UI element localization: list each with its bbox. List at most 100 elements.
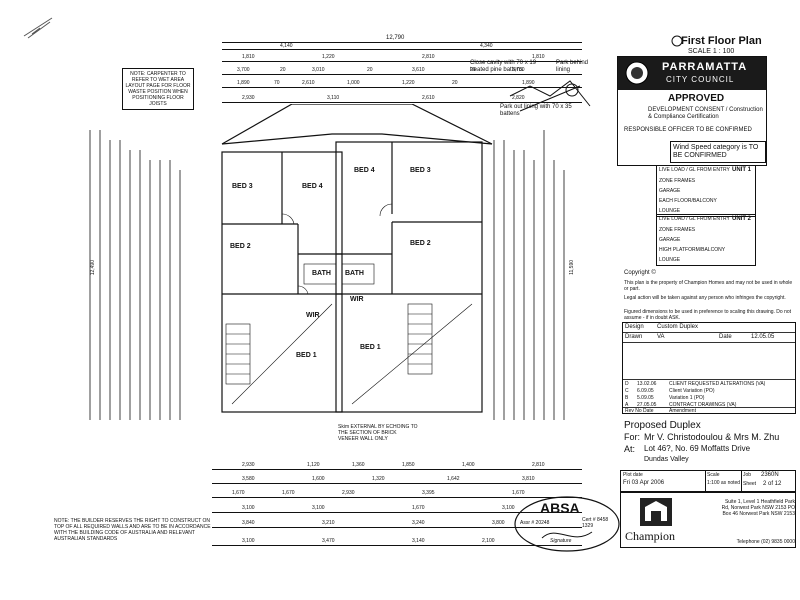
room-label: BATH xyxy=(312,270,331,277)
job-value: 2360N xyxy=(761,472,779,478)
dim-row-4: 2,930 3,110 2,610 2,820 xyxy=(212,95,582,102)
project-suburb: Dundas Valley xyxy=(644,456,689,463)
dim-label: 3,100 xyxy=(502,505,515,511)
absa-stamp xyxy=(514,496,620,552)
dim-label: 3,700 xyxy=(237,67,250,73)
revision-text: Variation 1 (PO) xyxy=(669,395,705,401)
unit2-header: LIVE LOAD / GL FROM ENTRY xyxy=(659,216,730,222)
absa-certificate: Cert # 8458 1329 xyxy=(582,517,609,529)
revision-rev: B xyxy=(625,395,629,401)
dim-label: 1,400 xyxy=(462,462,475,468)
copyright-p2: Legal action will be taken against any p… xyxy=(624,295,786,301)
room-label: BED 2 xyxy=(230,243,251,250)
dim-label: 2,810 xyxy=(532,462,545,468)
unit2-row: GARAGE xyxy=(659,237,681,243)
dim-label: 1,220 xyxy=(402,80,415,86)
champion-name: Champion xyxy=(625,529,675,543)
room-label: BED 1 xyxy=(360,344,381,351)
unit1-row: GARAGE xyxy=(659,188,681,194)
plot-date: Fri 03 Apr 2006 xyxy=(623,480,665,486)
unit2-row: HIGH PLATFORM/BALCONY xyxy=(659,247,726,253)
revision-date: 5.09.05 xyxy=(637,395,654,401)
dim-label: 3,395 xyxy=(422,490,435,496)
dim-bottom-2: 3,580 1,600 1,320 1,642 3,810 xyxy=(212,476,582,483)
revision-text: Client Variation (PO) xyxy=(669,388,715,394)
dim-label: 1,120 xyxy=(307,462,320,468)
dim-label: 3,470 xyxy=(322,538,335,544)
room-label: BED 1 xyxy=(296,352,317,359)
dim-label: 1,890 xyxy=(522,80,535,86)
builder-note: NOTE: THE BUILDER RESERVES THE RIGHT TO … xyxy=(54,518,211,542)
room-label: WIR xyxy=(350,296,364,303)
cavity-note: Close cavity with 70 x 19 treated pine b… xyxy=(470,60,537,73)
revision-date: 13.02.06 xyxy=(637,381,657,387)
unit2-table: LIVE LOAD / GL FROM ENTRY UNIT 2 ZONE FR… xyxy=(656,214,756,266)
room-label: BED 4 xyxy=(354,167,375,174)
copyright-head: Copyright © xyxy=(624,270,656,276)
sheet-scale: SCALE 1 : 100 xyxy=(688,48,735,55)
dim-label: 3,010 xyxy=(312,67,325,73)
dim-label: 1,850 xyxy=(402,462,415,468)
drawn-label: Drawn xyxy=(625,334,643,340)
room-label: BED 3 xyxy=(410,167,431,174)
sheet-label: Sheet xyxy=(743,481,757,487)
revision-rev: A xyxy=(625,402,629,408)
unit1-row: ZONE FRAMES xyxy=(659,178,696,184)
revision-date: 6.09.05 xyxy=(637,388,654,394)
dim-label: 1,220 xyxy=(322,54,335,60)
dim-label: 1,670 xyxy=(512,490,525,496)
revision-rev: D xyxy=(625,381,629,387)
champion-block: Champion Suite 1, Level 1 Heathfield Par… xyxy=(620,492,796,548)
dim-label: 1,320 xyxy=(372,476,385,482)
dev-consent-line: DEVELOPMENT CONSENT / Construction & Com… xyxy=(648,107,763,120)
project-for-label: For: xyxy=(624,432,641,442)
absa-signature: Signature xyxy=(550,538,572,544)
rev-head-date: Date xyxy=(643,408,654,414)
dim-row-1: 1,810 1,220 2,810 1,810 xyxy=(212,54,582,61)
dim-label: 1,810 xyxy=(242,54,255,60)
champion-logo-icon xyxy=(640,498,672,526)
dim-label: 4,140 xyxy=(280,43,293,49)
dim-label: 2,820 xyxy=(512,95,525,101)
dim-label: 1,000 xyxy=(347,80,360,86)
dim-bottom-6: 3,100 3,470 3,140 2,100 xyxy=(212,538,582,545)
champion-phone: Telephone (02) 9835 0000 xyxy=(736,539,795,545)
dim-label: 3,240 xyxy=(412,520,425,526)
dim-label: 2,610 xyxy=(302,80,315,86)
dim-label: 2,930 xyxy=(342,490,355,496)
dim-label: 3,610 xyxy=(412,67,425,73)
rev-head-no: Rev No xyxy=(625,408,642,414)
unit1-table: LIVE LOAD / GL FROM ENTRY UNIT 1 ZONE FR… xyxy=(656,165,756,217)
job-label: Job xyxy=(743,472,752,478)
dim-label: 1,670 xyxy=(282,490,295,496)
dim-right-overall: 11,590 xyxy=(569,260,575,275)
dim-label: 2,100 xyxy=(482,538,495,544)
dim-label: 3,800 xyxy=(492,520,505,526)
unit1-row: LOUNGE xyxy=(659,208,681,214)
dim-line-top xyxy=(222,42,582,43)
dim-label: 2,930 xyxy=(242,462,255,468)
sheet-value: 2 of 12 xyxy=(763,481,782,487)
dim-label: 3,110 xyxy=(327,95,340,101)
dim-label: 3,810 xyxy=(522,476,535,482)
dim-label: 1,890 xyxy=(237,80,250,86)
dim-label: 3,580 xyxy=(242,476,255,482)
absa-assessor: Assr # 20248 xyxy=(520,520,550,526)
room-label: BATH xyxy=(345,270,364,277)
right-dim-lines xyxy=(493,130,565,420)
compass-icon xyxy=(671,35,683,47)
date-value: 12.05.05 xyxy=(751,334,775,340)
wind-speed-box: Wind Speed category is TO BE CONFIRMED xyxy=(670,141,766,163)
revision-text: CONTRACT DRAWINGS (VA) xyxy=(669,402,737,408)
dim-label: 2,610 xyxy=(422,95,435,101)
dim-label: 20 xyxy=(470,67,476,73)
revision-rev: C xyxy=(625,388,629,394)
unit1-header: LIVE LOAD / GL FROM ENTRY xyxy=(659,167,730,173)
project-client: Mr V. Christodoulou & Mrs M. Zhu xyxy=(644,432,780,442)
champion-address: Suite 1, Level 1 Heathfield Park Rd, Nor… xyxy=(721,499,795,517)
dim-left-overall: 12,490 xyxy=(90,260,96,276)
room-label: WIR xyxy=(306,312,320,319)
dim-label: 20 xyxy=(367,67,373,73)
dim-bottom-1: 2,930 1,120 1,360 1,850 1,400 2,810 xyxy=(212,462,582,469)
dim-label: 1,600 xyxy=(312,476,325,482)
